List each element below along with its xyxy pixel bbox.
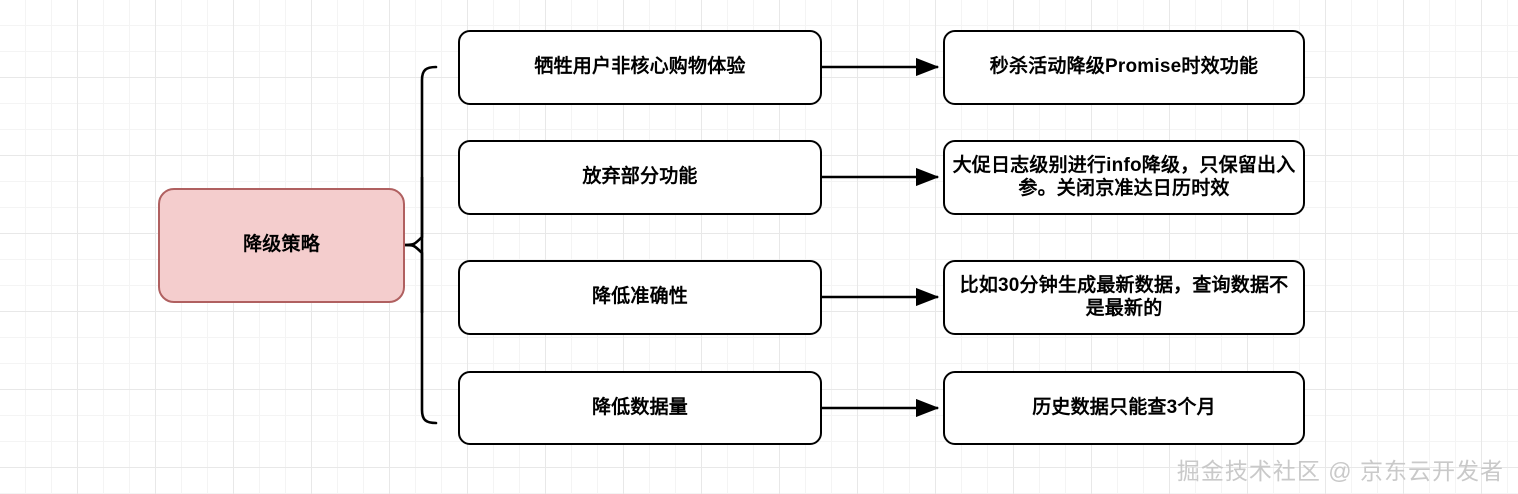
node-category-2[interactable]: 放弃部分功能 <box>458 140 822 215</box>
node-category-1-label: 牺牲用户非核心购物体验 <box>534 56 746 78</box>
node-category-4[interactable]: 降低数据量 <box>458 371 822 445</box>
node-detail-2-label: 大促日志级别进行info降级，只保留出入参。关闭京准达日历时效 <box>952 155 1296 199</box>
node-detail-1-label: 秒杀活动降级Promise时效功能 <box>989 56 1259 78</box>
node-category-3-label: 降低准确性 <box>591 286 688 308</box>
node-category-3[interactable]: 降低准确性 <box>458 260 822 335</box>
node-category-2-label: 放弃部分功能 <box>582 166 698 188</box>
node-detail-2[interactable]: 大促日志级别进行info降级，只保留出入参。关闭京准达日历时效 <box>943 140 1305 215</box>
root-bracket <box>402 65 438 425</box>
node-detail-3-label: 比如30分钟生成最新数据，查询数据不是最新的 <box>959 275 1289 319</box>
watermark: 掘金技术社区 @ 京东云开发者 <box>1176 458 1504 484</box>
node-root-label: 降级策略 <box>243 234 320 256</box>
node-detail-3[interactable]: 比如30分钟生成最新数据，查询数据不是最新的 <box>943 260 1305 335</box>
node-root[interactable]: 降级策略 <box>158 188 405 303</box>
node-category-4-label: 降低数据量 <box>591 396 688 418</box>
node-detail-4-label: 历史数据只能查3个月 <box>1032 396 1216 418</box>
node-category-1[interactable]: 牺牲用户非核心购物体验 <box>458 30 822 105</box>
node-detail-4[interactable]: 历史数据只能查3个月 <box>943 371 1305 445</box>
node-detail-1[interactable]: 秒杀活动降级Promise时效功能 <box>943 30 1305 105</box>
